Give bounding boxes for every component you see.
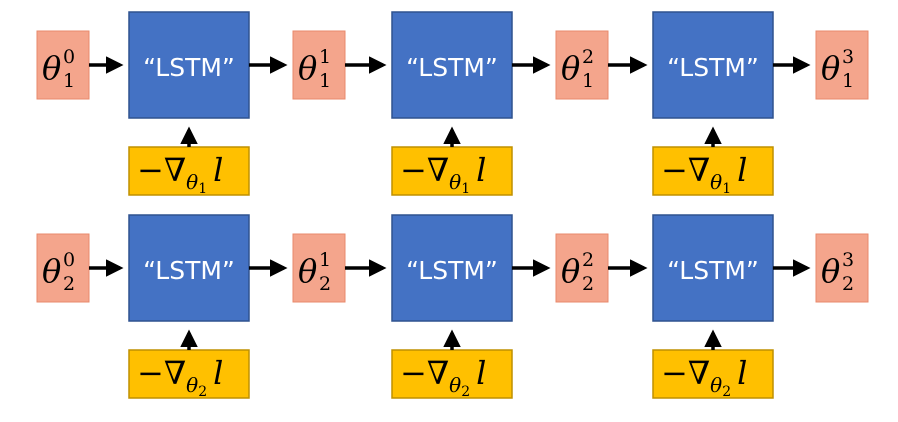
lstm-label: “LSTM” bbox=[406, 53, 498, 82]
gradient-wrt-subscript: 1 bbox=[198, 181, 207, 197]
gradient-loss: l bbox=[476, 151, 486, 189]
gradient-nabla: −∇ bbox=[137, 151, 186, 189]
gradient-loss: l bbox=[476, 354, 486, 392]
gradient-wrt: θ bbox=[186, 373, 198, 397]
lstm-label: “LSTM” bbox=[667, 256, 759, 285]
gradient-wrt: θ bbox=[449, 373, 461, 397]
theta-superscript: 2 bbox=[582, 46, 594, 68]
gradient-nabla: −∇ bbox=[661, 354, 710, 392]
theta-subscript: 1 bbox=[842, 70, 854, 92]
gradient-loss: l bbox=[213, 151, 223, 189]
gradient-wrt-subscript: 2 bbox=[461, 384, 470, 400]
gradient-wrt: θ bbox=[186, 170, 198, 194]
theta-subscript: 1 bbox=[63, 70, 75, 92]
gradient-wrt-subscript: 1 bbox=[722, 181, 731, 197]
lstm-label: “LSTM” bbox=[143, 53, 235, 82]
gradient-wrt: θ bbox=[710, 373, 722, 397]
gradient-nabla: −∇ bbox=[137, 354, 186, 392]
lstm-box: “LSTM” bbox=[391, 11, 513, 119]
theta-subscript: 2 bbox=[582, 273, 594, 295]
theta-symbol: θ bbox=[821, 252, 840, 290]
theta-subscript: 1 bbox=[582, 70, 594, 92]
theta-superscript: 3 bbox=[842, 249, 854, 271]
theta-symbol: θ bbox=[298, 49, 317, 87]
theta-subscript: 2 bbox=[319, 273, 331, 295]
theta-superscript: 3 bbox=[842, 46, 854, 68]
gradient-loss: l bbox=[737, 151, 747, 189]
theta-symbol: θ bbox=[42, 49, 61, 87]
lstm-box: “LSTM” bbox=[128, 11, 250, 119]
lstm-box: “LSTM” bbox=[391, 214, 513, 322]
theta-symbol: θ bbox=[561, 252, 580, 290]
theta-subscript: 2 bbox=[63, 273, 75, 295]
theta-symbol: θ bbox=[42, 252, 61, 290]
gradient-wrt-subscript: 2 bbox=[198, 384, 207, 400]
gradient-wrt-subscript: 1 bbox=[461, 181, 470, 197]
theta-subscript: 1 bbox=[319, 70, 331, 92]
gradient-loss: l bbox=[737, 354, 747, 392]
theta-superscript: 1 bbox=[319, 249, 331, 271]
theta-symbol: θ bbox=[561, 49, 580, 87]
gradient-wrt-subscript: 2 bbox=[722, 384, 731, 400]
gradient-wrt: θ bbox=[449, 170, 461, 194]
theta-symbol: θ bbox=[821, 49, 840, 87]
theta-superscript: 0 bbox=[63, 249, 75, 271]
lstm-box: “LSTM” bbox=[652, 11, 774, 119]
lstm-label: “LSTM” bbox=[667, 53, 759, 82]
theta-superscript: 1 bbox=[319, 46, 331, 68]
theta-symbol: θ bbox=[298, 252, 317, 290]
gradient-nabla: −∇ bbox=[400, 354, 449, 392]
gradient-nabla: −∇ bbox=[661, 151, 710, 189]
lstm-box: “LSTM” bbox=[652, 214, 774, 322]
theta-subscript: 2 bbox=[842, 273, 854, 295]
lstm-label: “LSTM” bbox=[406, 256, 498, 285]
lstm-box: “LSTM” bbox=[128, 214, 250, 322]
lstm-label: “LSTM” bbox=[143, 256, 235, 285]
gradient-wrt: θ bbox=[710, 170, 722, 194]
gradient-nabla: −∇ bbox=[400, 151, 449, 189]
gradient-loss: l bbox=[213, 354, 223, 392]
theta-superscript: 0 bbox=[63, 46, 75, 68]
theta-superscript: 2 bbox=[582, 249, 594, 271]
